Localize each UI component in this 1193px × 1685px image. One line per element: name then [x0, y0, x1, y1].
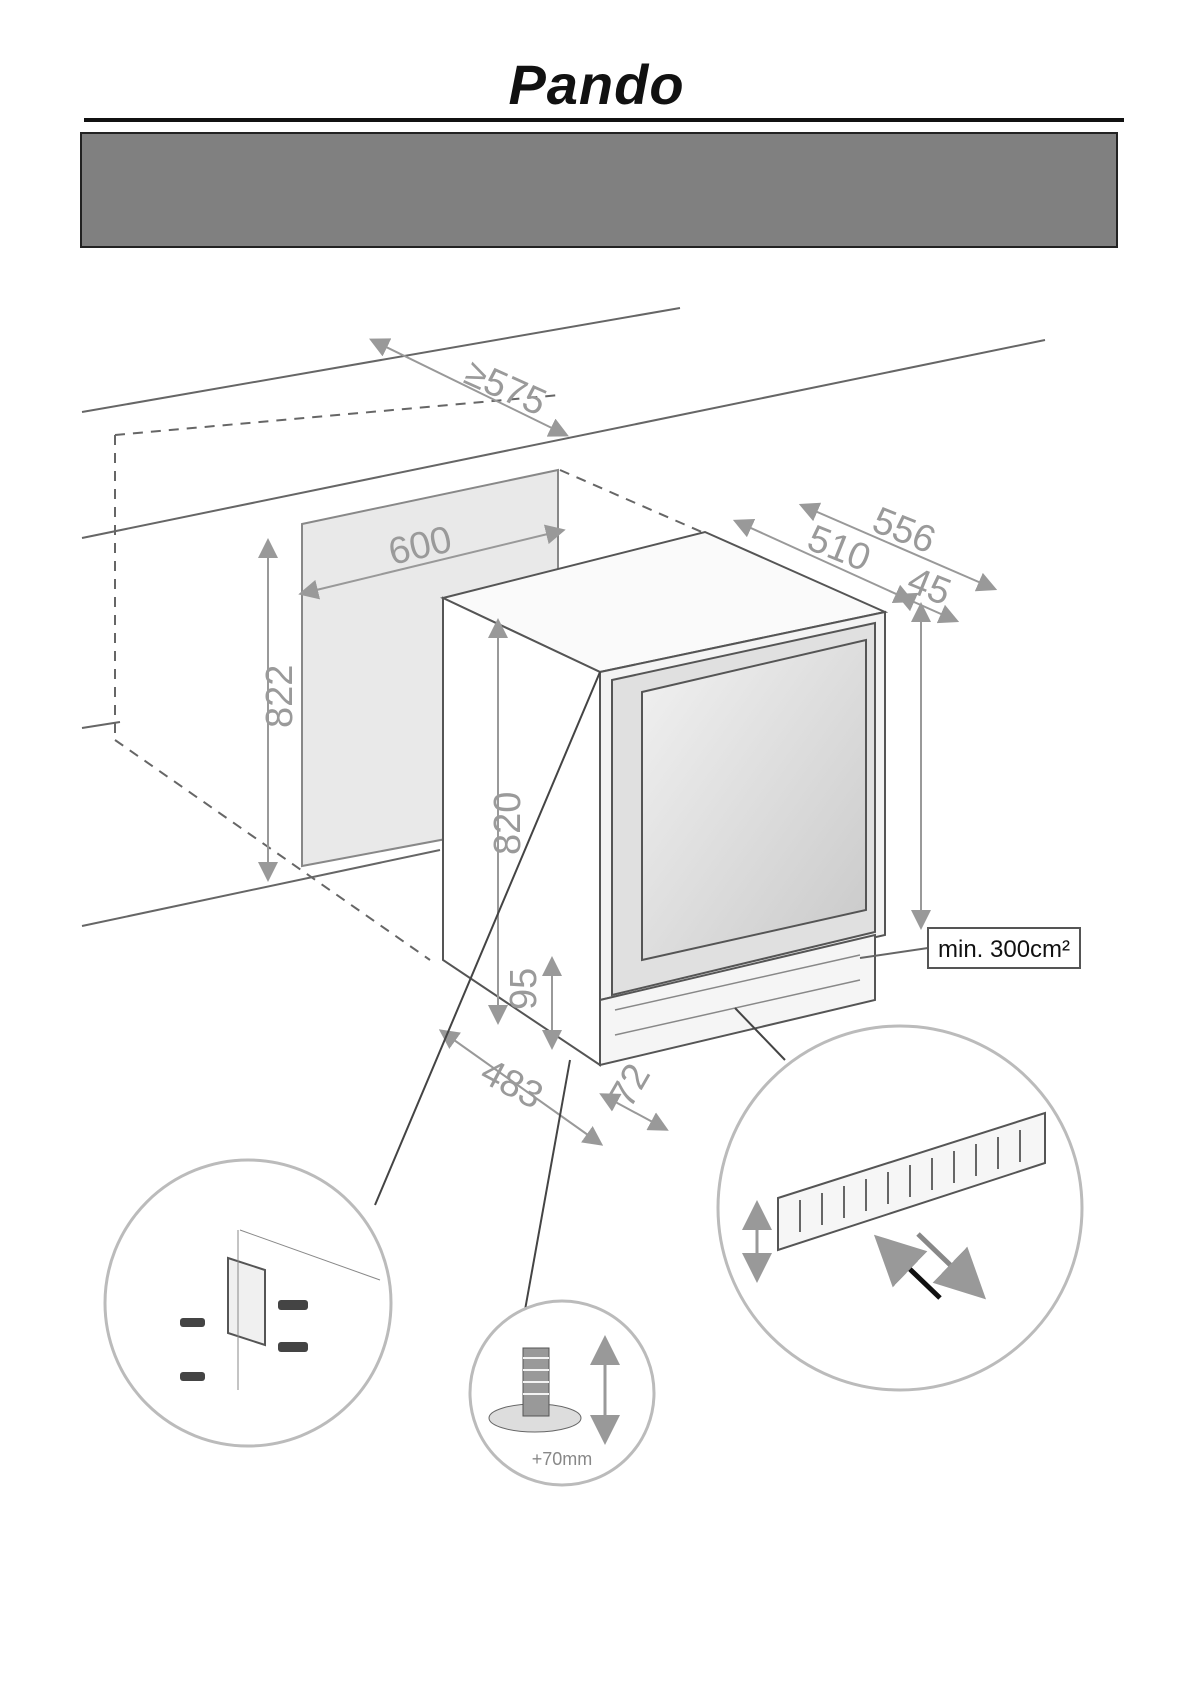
vent-grille-detail: [716, 1024, 1084, 1392]
brand-logo: Pando: [508, 53, 685, 116]
dim-depth-body: 510: [802, 517, 877, 580]
dim-plinth-height: 95: [503, 968, 545, 1010]
adjustable-foot-icon: [468, 1299, 656, 1487]
dim-depth-total: 556: [867, 499, 942, 562]
dim-door-depth: 45: [902, 559, 957, 614]
title-banner: [80, 132, 1118, 248]
screw-bracket-detail-icon: [103, 1158, 393, 1448]
dim-niche-height: 822: [259, 665, 301, 728]
foot-adjust-label: +70mm: [532, 1449, 593, 1469]
dim-base-depth: 72: [601, 1057, 659, 1115]
vent-grille-icon: [614, 954, 861, 1036]
header-rule: [84, 118, 1124, 122]
dim-min-depth: ≥575: [458, 352, 552, 425]
ventilation-label: min. 300cm²: [938, 936, 1070, 963]
dim-height: 820: [487, 792, 529, 855]
